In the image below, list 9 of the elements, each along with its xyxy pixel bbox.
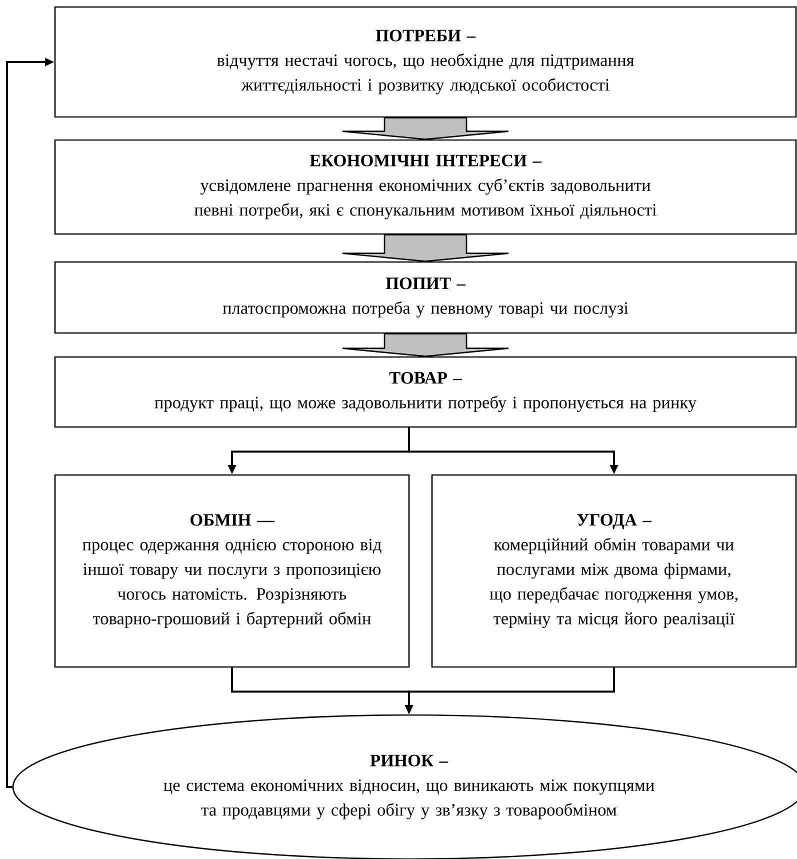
concept-box: ПОТРЕБИ – відчуття нестачі чогось, що необхідне для підтримання життєдіяльності і розвитку людської особистості: [54, 6, 797, 118]
block-arrow: [342, 333, 510, 358]
concept-box: ПОПИТ – платоспроможна потреба у певному товарі чи послузі: [54, 261, 797, 334]
block-arrow: [342, 117, 510, 140]
concept-box: ТОВАР – продукт праці, що може задовольнити потребу і пропонується на ринку: [54, 356, 797, 428]
concept-box: УГОДА – комерційний обмін товарами чи послугами між двома фірмами, що передбачає погодження умов, терміну та місця його реалізації: [431, 474, 797, 668]
block-arrow: [342, 234, 510, 262]
concept-box: ОБМІН — процес одержання однією стороною від іншої товару чи послуги з пропозицією чогось натомість. Розрізняють товарно-грошовий і бартерний обмін: [54, 474, 410, 668]
concept-box: ЕКОНОМІЧНІ ІНТЕРЕСИ – усвідомлене прагнення економічних суб’єктів задовольнити певні потреби, які є спонукальним мотивом їхньої діяльності: [54, 139, 797, 235]
